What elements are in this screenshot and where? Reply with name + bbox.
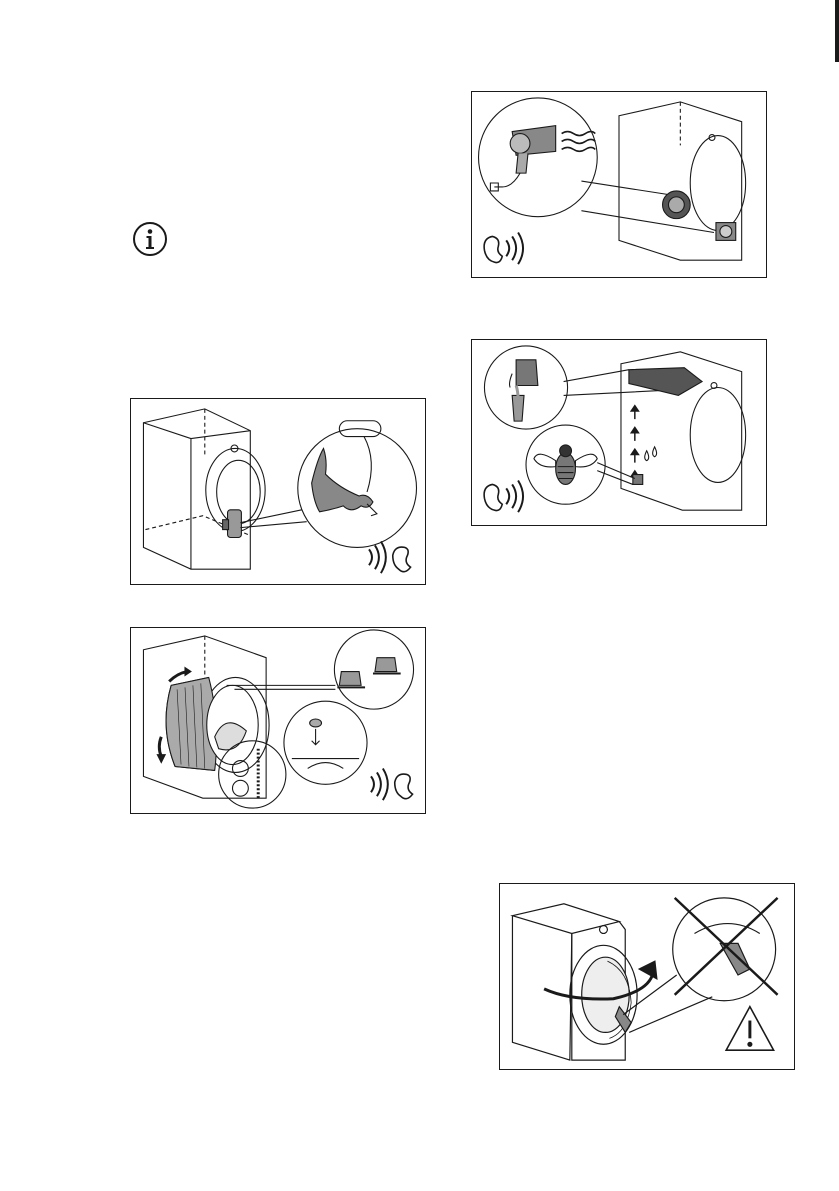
figure-fan-noise [471,91,767,278]
figure-water-pump-noise [471,339,767,526]
page-edge-marker [835,0,839,62]
info-icon [132,221,168,257]
hairdryer-fan-icon [472,92,766,277]
figure-drum-rotation [130,627,426,814]
drum-rotation-icon [131,628,425,813]
water-pump-bee-icon [472,340,766,525]
compressor-cat-icon [131,399,425,584]
figure-compressor-noise [130,398,426,585]
door-hinge-warning-icon [500,884,794,1069]
figure-door-hinge-warning [499,883,795,1070]
